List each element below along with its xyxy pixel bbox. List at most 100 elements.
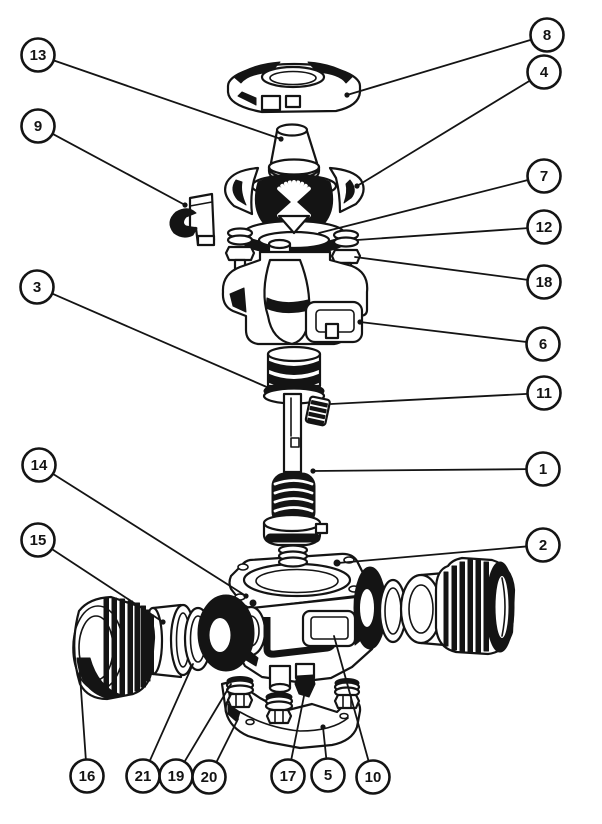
callout-balloon-17 — [270, 758, 306, 794]
leader-dot-3 — [266, 385, 272, 391]
clamp-foot — [196, 234, 216, 247]
bolt-right-hex — [330, 248, 362, 265]
clamp-c-clip — [169, 208, 198, 238]
flange-hole-left — [245, 718, 255, 726]
part-small-spring — [277, 544, 309, 568]
callout-number-4: 4 — [540, 64, 549, 81]
callout-number-5: 5 — [324, 767, 332, 784]
leader-dot-2 — [335, 560, 341, 566]
right-nut-front-hole — [495, 576, 509, 638]
cap-notch-right — [284, 94, 302, 109]
leader-line-3 — [51, 292, 270, 389]
callout-number-9: 9 — [34, 118, 42, 135]
spring-coil — [273, 488, 314, 495]
part-right-union-nut — [434, 556, 516, 656]
callout-number-2: 2 — [539, 537, 547, 554]
callout-balloon-5 — [310, 757, 346, 793]
part-stem-cone — [267, 123, 321, 184]
nut-hex — [333, 693, 361, 710]
flange-inner-rim — [239, 711, 349, 732]
seal-band1 — [267, 360, 321, 375]
callout-number-14: 14 — [31, 457, 48, 474]
callout-balloon-15 — [20, 522, 56, 558]
bolt-left-washer2 — [226, 234, 254, 246]
leader-line-8 — [346, 38, 533, 96]
leader-line-16 — [78, 660, 87, 761]
spring-coil — [273, 479, 314, 486]
knurl-stripe — [467, 559, 473, 654]
left-nut-knurl — [103, 597, 154, 698]
clip-ridge — [310, 400, 328, 408]
body-bottom-port1-end — [268, 682, 292, 694]
leader-dot-8 — [344, 92, 350, 98]
part-cover-cap — [226, 61, 362, 114]
nut-hex — [265, 708, 293, 725]
callout-number-11: 11 — [536, 385, 552, 402]
callout-number-6: 6 — [539, 336, 547, 353]
callout-number-13: 13 — [30, 47, 47, 64]
callout-balloon-8 — [529, 17, 565, 53]
knurl-stripe — [145, 609, 151, 682]
knurl-stripe — [134, 602, 140, 692]
bonnet-vase — [263, 258, 311, 346]
shaft-body — [282, 392, 303, 474]
knurl-stripe — [149, 614, 154, 675]
cone-top — [275, 123, 309, 137]
callout-balloon-6 — [525, 326, 561, 362]
callout-number-10: 10 — [365, 769, 382, 786]
seat-top — [262, 513, 322, 533]
wheel-pointer — [277, 214, 311, 235]
leader-line-2 — [337, 545, 528, 564]
callout-number-20: 20 — [201, 769, 218, 786]
callout-number-7: 7 — [540, 168, 548, 185]
leader-line-1 — [312, 468, 528, 472]
part-spring-seat — [262, 513, 329, 547]
clip-ridge — [306, 417, 325, 426]
leader-line-9 — [51, 132, 186, 206]
part-retainer-clip — [304, 395, 331, 427]
knurl-stripe — [119, 598, 125, 697]
callout-balloon-13 — [20, 37, 56, 73]
left-seal-hole — [209, 618, 231, 652]
leader-dot-15 — [160, 619, 166, 625]
callout-balloon-4 — [526, 54, 562, 90]
callout-number-21: 21 — [135, 768, 152, 785]
callout-number-16: 16 — [79, 768, 96, 785]
callout-number-19: 19 — [168, 768, 185, 785]
bonnet-boss-notch — [324, 322, 340, 340]
callout-balloon-12 — [526, 209, 562, 245]
leader-line-15 — [50, 548, 164, 623]
callout-balloon-18 — [526, 264, 562, 300]
shaft-notch — [290, 437, 300, 448]
leader-dot-1 — [310, 468, 316, 474]
leader-dot-14 — [243, 593, 249, 599]
bonnet-left-dark — [229, 287, 247, 313]
callout-number-12: 12 — [536, 219, 553, 236]
leader-line-11 — [330, 392, 529, 405]
knurl-stripe — [111, 597, 117, 698]
clip-ridge — [309, 405, 327, 414]
leader-line-19 — [183, 683, 232, 763]
part-left-union-nut — [72, 595, 156, 701]
flange-dark-stud — [294, 674, 316, 698]
nut-hex-facets — [274, 709, 284, 724]
knurl-stripe — [443, 571, 449, 647]
leader-dot-5 — [320, 724, 326, 730]
leader-dot-13 — [278, 136, 284, 142]
part-right-seal — [353, 566, 387, 650]
callout-number-17: 17 — [280, 768, 297, 785]
callout-balloon-10 — [355, 759, 391, 795]
leader-line-4 — [356, 79, 531, 187]
bolt-right-washer2 — [332, 236, 360, 248]
seat-tab — [314, 522, 329, 535]
right-seal-hole — [360, 589, 374, 627]
callout-balloon-9 — [20, 108, 56, 144]
gear-teeth — [277, 180, 311, 224]
leader-line-10 — [333, 635, 370, 762]
seat-dark-band — [265, 533, 321, 543]
callout-balloon-21 — [125, 758, 161, 794]
small-spring-coil — [277, 556, 309, 568]
knurl-stripe — [140, 605, 146, 688]
